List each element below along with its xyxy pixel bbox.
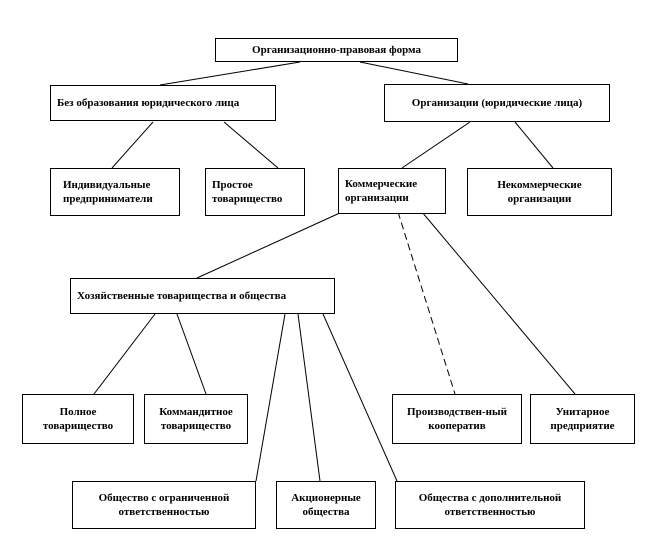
node-noncommercial-label: Некоммерческие организации — [497, 179, 582, 205]
node-entities-label: Организации (юридические лица) — [411, 97, 583, 109]
node-commercial: Коммерческие организации — [338, 168, 446, 214]
node-jsc: Акционерные общества — [276, 481, 376, 529]
node-unitary-label: Унитарное предприятие — [550, 406, 615, 432]
link-entities-noncommercial — [514, 121, 554, 169]
node-unitary: Унитарное предприятие — [530, 394, 635, 444]
node-individual-label: Индивидуальные предприниматели — [63, 179, 153, 205]
link-business-llc — [255, 313, 286, 482]
node-commercial-label: Коммерческие организации — [345, 178, 418, 204]
link-no-entity-simple — [223, 121, 279, 169]
link-commercial-unitary — [421, 211, 576, 395]
node-business: Хозяйственные товарищества и общества — [70, 278, 335, 314]
node-entities: Организации (юридические лица) — [384, 84, 610, 122]
node-llc: Общество с ограниченной ответственностью — [72, 481, 256, 529]
node-root: Организационно-правовая форма — [215, 38, 458, 62]
node-simple-partnership-label: Простое товарищество — [212, 179, 283, 205]
node-no-entity: Без образования юридического лица — [50, 85, 276, 121]
node-limited-partnership: Коммандитное товарищество — [144, 394, 248, 444]
node-llc-label: Общество с ограниченной ответственностью — [98, 492, 230, 518]
node-alc: Общества с дополнительной ответственност… — [395, 481, 585, 529]
node-individual: Индивидуальные предприниматели — [50, 168, 180, 216]
link-entities-commercial — [401, 121, 471, 169]
link-business-jsc — [297, 313, 321, 482]
node-root-label: Организационно-правовая форма — [252, 44, 421, 56]
node-full-partnership: Полное товарищество — [22, 394, 134, 444]
node-alc-label: Общества с дополнительной ответственност… — [418, 492, 562, 518]
link-business-full — [93, 313, 156, 395]
node-limited-partnership-label: Коммандитное товарищество — [159, 406, 233, 432]
node-no-entity-label: Без образования юридического лица — [57, 97, 240, 109]
link-commercial-business — [196, 211, 343, 279]
node-jsc-label: Акционерные общества — [291, 492, 361, 518]
node-coop: Производствен-ный кооператив — [392, 394, 522, 444]
node-full-partnership-label: Полное товарищество — [42, 406, 114, 432]
node-noncommercial: Некоммерческие организации — [467, 168, 612, 216]
link-root-entities — [359, 61, 469, 85]
node-business-label: Хозяйственные товарищества и общества — [77, 290, 287, 302]
link-root-no-entity — [159, 61, 301, 86]
link-no-entity-individual — [111, 121, 154, 169]
node-simple-partnership: Простое товарищество — [205, 168, 305, 216]
link-business-alc — [322, 313, 398, 482]
node-coop-label: Производствен-ный кооператив — [407, 406, 507, 432]
link-business-limited — [176, 313, 207, 395]
link-commercial-coop — [397, 211, 456, 395]
